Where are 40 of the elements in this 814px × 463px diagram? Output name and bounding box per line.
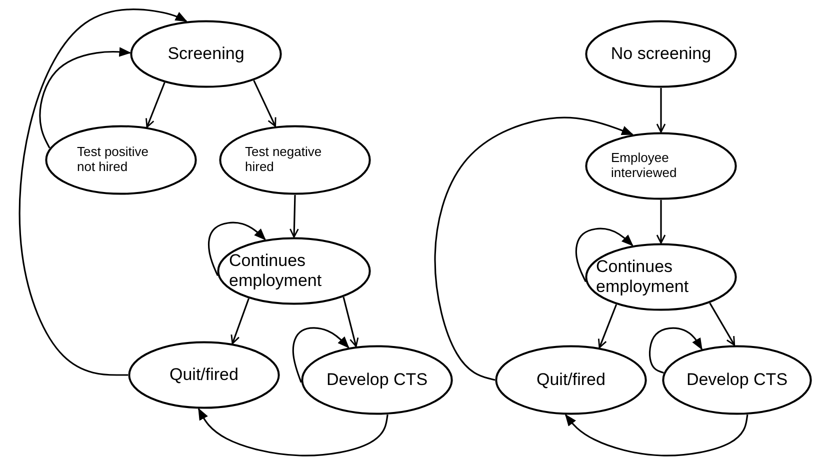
state-ellipse <box>495 345 647 415</box>
state-ellipse <box>585 243 737 311</box>
state-ellipse <box>585 132 737 200</box>
state-label: Employee interviewed <box>611 151 678 181</box>
state-ellipse <box>130 20 282 88</box>
state-ellipse <box>217 237 371 305</box>
arrow <box>208 222 266 276</box>
state-ellipse <box>45 125 197 195</box>
arrow <box>598 304 618 348</box>
arrow <box>290 194 299 238</box>
arrow <box>230 298 250 344</box>
arrow <box>18 8 188 376</box>
arrow <box>292 327 350 383</box>
state-ellipse <box>585 20 737 88</box>
state-label: Quit/fired <box>536 370 606 390</box>
state-label: No screening <box>610 44 712 64</box>
arrow <box>648 327 703 374</box>
state-ellipse <box>219 125 371 195</box>
arrow <box>342 296 359 348</box>
arrow <box>709 302 736 346</box>
arrow <box>39 47 132 148</box>
arrow <box>434 116 634 381</box>
state-label: Continues employment <box>229 251 323 291</box>
state-label: Develop CTS <box>326 370 428 390</box>
state-ellipse <box>128 341 280 409</box>
arrow <box>253 80 276 127</box>
state-ellipse <box>662 345 812 415</box>
state-label: Test negative hired <box>245 145 323 175</box>
arrow <box>575 228 634 282</box>
arrow <box>656 88 666 133</box>
state-label: Screening <box>168 44 244 64</box>
state-ellipse <box>301 345 453 415</box>
arrow <box>564 414 748 456</box>
arrow <box>656 200 666 244</box>
state-label: Quit/fired <box>170 365 238 385</box>
arrow <box>198 408 388 456</box>
state-label: Continues employment <box>596 257 690 297</box>
arrow <box>146 82 166 128</box>
state-label: Test positive not hired <box>77 145 150 175</box>
state-label: Develop CTS <box>686 370 788 390</box>
